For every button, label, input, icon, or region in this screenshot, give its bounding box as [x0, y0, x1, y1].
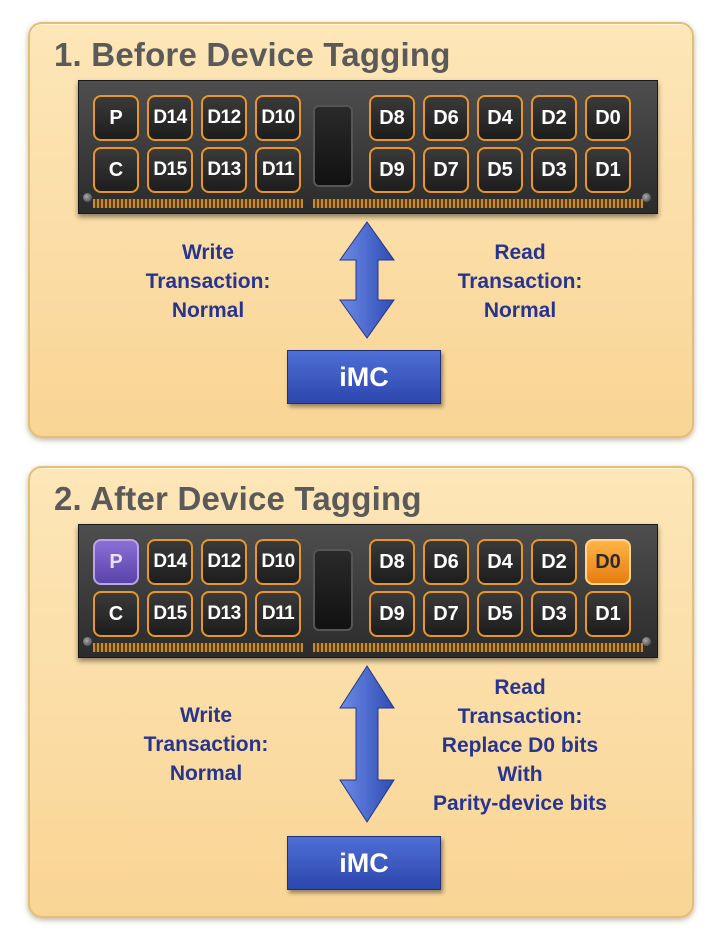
- module-pins-left: [93, 643, 303, 652]
- module-pins-right: [313, 643, 643, 652]
- read-caption: Read Transaction: Replace D0 bits With P…: [433, 676, 607, 815]
- panel-before-tagging: 1. Before Device Tagging P D14 D12 D10 D…: [28, 22, 694, 438]
- chip-d11: D11: [255, 591, 301, 637]
- chip-d14: D14: [147, 539, 193, 585]
- buffer-chip: [313, 549, 353, 631]
- double-arrow-icon: [339, 665, 395, 823]
- chip-d8: D8: [369, 539, 415, 585]
- imc-controller: iMC: [287, 350, 441, 404]
- chip-d3: D3: [531, 591, 577, 637]
- chip-p: P: [93, 95, 139, 141]
- chip-d14: D14: [147, 95, 193, 141]
- chip-d2: D2: [531, 95, 577, 141]
- chip-d2: D2: [531, 539, 577, 585]
- chip-d5: D5: [477, 591, 523, 637]
- memory-module: P D14 D12 D10 D8 D6 D4 D2 D0 C D15 D13 D…: [78, 80, 658, 214]
- chip-d3: D3: [531, 147, 577, 193]
- chip-d15: D15: [147, 147, 193, 193]
- module-pins-right: [313, 199, 643, 208]
- chip-d5: D5: [477, 147, 523, 193]
- module-pins-left: [93, 199, 303, 208]
- chip-c: C: [93, 591, 139, 637]
- memory-module: P D14 D12 D10 D8 D6 D4 D2 D0 C D15 D13 D…: [78, 524, 658, 658]
- chip-d1: D1: [585, 591, 631, 637]
- chip-d12: D12: [201, 95, 247, 141]
- chip-d13: D13: [201, 591, 247, 637]
- chip-d6: D6: [423, 95, 469, 141]
- chip-p-tagged: P: [93, 539, 139, 585]
- chip-c: C: [93, 147, 139, 193]
- chip-d12: D12: [201, 539, 247, 585]
- screw-icon: [642, 637, 651, 646]
- chip-d13: D13: [201, 147, 247, 193]
- double-arrow-icon: [339, 221, 395, 339]
- chip-d10: D10: [255, 95, 301, 141]
- buffer-chip: [313, 105, 353, 187]
- chip-d0: D0: [585, 95, 631, 141]
- chip-d11: D11: [255, 147, 301, 193]
- screw-icon: [83, 637, 92, 646]
- write-caption: Write Transaction: Normal: [145, 241, 271, 322]
- chip-d4: D4: [477, 95, 523, 141]
- chip-d4: D4: [477, 539, 523, 585]
- chip-d9: D9: [369, 147, 415, 193]
- chip-d8: D8: [369, 95, 415, 141]
- chip-d0-tagged: D0: [585, 539, 631, 585]
- imc-controller: iMC: [287, 836, 441, 890]
- chip-d9: D9: [369, 591, 415, 637]
- screw-icon: [642, 193, 651, 202]
- chip-d7: D7: [423, 591, 469, 637]
- chip-d15: D15: [147, 591, 193, 637]
- screw-icon: [83, 193, 92, 202]
- write-caption: Write Transaction: Normal: [143, 704, 269, 785]
- chip-d10: D10: [255, 539, 301, 585]
- panel-after-tagging: 2. After Device Tagging P D14 D12 D10 D8…: [28, 466, 694, 918]
- panel-title: 2. After Device Tagging: [54, 480, 422, 517]
- chip-d1: D1: [585, 147, 631, 193]
- chip-d7: D7: [423, 147, 469, 193]
- read-caption: Read Transaction: Normal: [457, 241, 583, 322]
- chip-d6: D6: [423, 539, 469, 585]
- panel-title: 1. Before Device Tagging: [54, 36, 451, 73]
